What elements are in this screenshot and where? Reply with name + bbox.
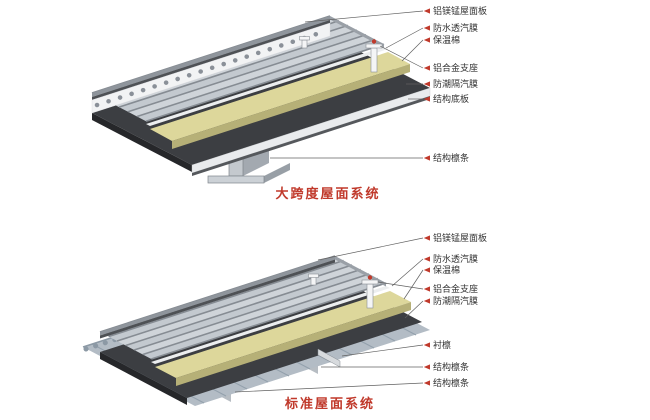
structural-deck-edge: [191, 87, 431, 176]
label-structural-deck: 结构底板: [433, 93, 469, 104]
support-red-cap-2: [367, 275, 373, 280]
label-roof-panel-2: 铝镁锰屋面板: [433, 232, 487, 243]
label-structural-purlin-2a: 结构檩条: [433, 361, 469, 372]
label-waterproof-membrane-2: 防水透汽膜: [433, 253, 478, 264]
seam-clip-2: [308, 273, 319, 286]
label-insulation: 保温棉: [433, 34, 460, 45]
deck-perforations: [94, 28, 329, 108]
leader-lines: [270, 10, 424, 159]
large-span-title: 大跨度屋面系统: [275, 186, 380, 201]
label-structural-purlin: 结构檩条: [433, 152, 469, 163]
waterproof-membrane-strip: [146, 47, 388, 126]
label-vapor-barrier: 防潮隔汽膜: [433, 78, 478, 89]
large-span-callouts: 铝镁锰屋面板 防水透汽膜 保温棉 铝合金支座 防潮隔汽膜 结构底板 结构檩条: [270, 5, 487, 163]
label-aluminium-support-2: 铝合金支座: [433, 283, 478, 294]
label-waterproof-membrane: 防水透汽膜: [433, 22, 478, 33]
arrowheads: [423, 8, 430, 161]
label-insulation-2: 保温棉: [433, 264, 460, 275]
label-roof-panel: 铝镁锰屋面板: [433, 5, 487, 16]
leader-lines-2: [234, 237, 424, 393]
aluminium-support: [365, 39, 383, 73]
seam-clip: [299, 36, 310, 49]
label-lining-purlin: 衬檩: [433, 339, 451, 350]
arrowheads-2: [423, 235, 430, 386]
label-aluminium-support: 铝合金支座: [433, 62, 478, 73]
standard-roof-callouts: 铝镁锰屋面板 防水透汽膜 保温棉 铝合金支座 防潮隔汽膜 衬檩 结构檩条 结构檩…: [234, 232, 487, 393]
support-red-cap: [371, 39, 377, 44]
insulation-layer: [150, 52, 410, 149]
aluminium-support-2: [361, 275, 379, 309]
standard-roof-illustration: [82, 255, 430, 406]
standard-roof-title: 标准屋面系统: [284, 396, 375, 411]
insulation-layer-2: [155, 291, 411, 386]
waterproof-membrane-strip-2: [151, 286, 390, 364]
label-vapor-barrier-2: 防潮隔汽膜: [433, 295, 478, 306]
roof-panels-2: [99, 255, 387, 360]
label-structural-purlin-2b: 结构檩条: [433, 377, 469, 388]
large-span-roof-illustration: [91, 15, 431, 184]
structural-deck-front: [91, 22, 331, 114]
